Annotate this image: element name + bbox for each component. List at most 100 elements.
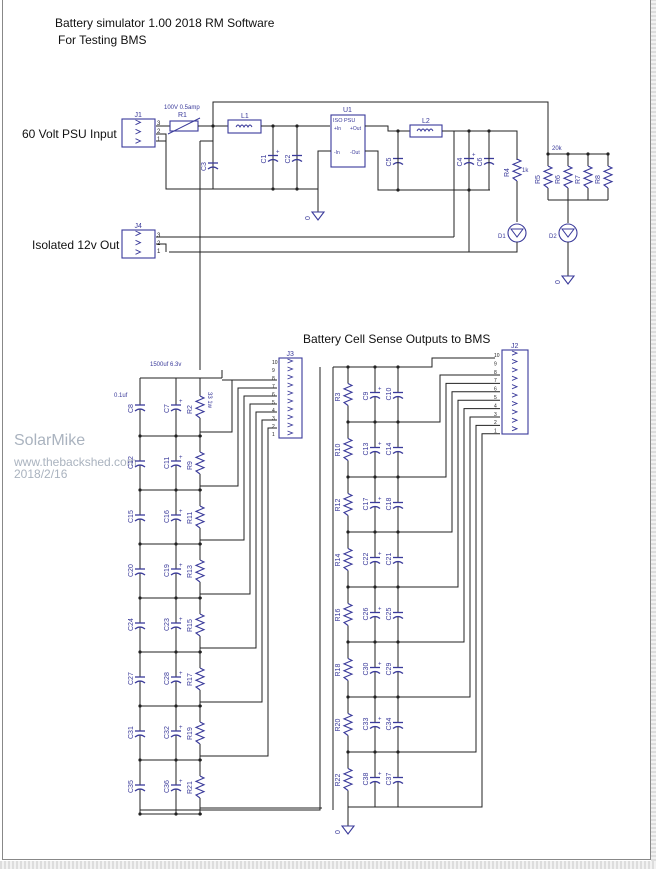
thermistor-r1-slash (167, 117, 201, 135)
wire (398, 408, 500, 643)
connector-j2-pin-contact (511, 409, 519, 415)
wire (398, 424, 500, 753)
left-res-r9 (194, 451, 206, 475)
resistor-r5-label: R5 (535, 175, 542, 184)
junction-dot (174, 812, 178, 816)
right-res-r12-label: R12 (335, 499, 342, 512)
j2-pin-number: 2 (494, 420, 497, 426)
right-cap-c22-polarity: + (378, 552, 382, 558)
left-cap-c32-label: C32 (164, 726, 171, 739)
wire (156, 133, 318, 190)
left-cap-c15-plate (134, 518, 146, 522)
left-res-r15 (194, 613, 206, 637)
resistor-r4-label: R4 (504, 168, 511, 177)
connector-j1-pin-contact (135, 128, 142, 135)
junction-dot (566, 152, 570, 156)
j3-pin-number: 3 (272, 416, 275, 422)
j3-pin-number: 4 (272, 408, 275, 414)
inductor-l1-coil (235, 124, 253, 129)
junction-dot (346, 585, 350, 589)
left-cap-c16-polarity: + (179, 509, 183, 515)
wire (169, 242, 518, 253)
capacitor-c1-label: C1 (261, 154, 268, 163)
junction-dot (586, 152, 590, 156)
connector-j3-pin-contact (287, 406, 294, 412)
inductor-l2 (409, 124, 443, 138)
j2-pin-number: 3 (494, 412, 497, 418)
right-cap-c10-label: C10 (386, 388, 393, 401)
j2-pin-number: 5 (494, 395, 497, 401)
inductor-l2-coil (416, 128, 434, 133)
capacitor-c4-polarity: + (472, 153, 476, 159)
connector-j2-pin-contact (511, 400, 519, 407)
connector-j2-pin-contact (511, 350, 519, 356)
connector-j2-pin-contact (511, 426, 519, 432)
vertical-scrollbar[interactable] (651, 0, 656, 869)
left-cap-c24-plate (134, 626, 146, 630)
junction-dot (346, 420, 350, 424)
right-res-r18-label: R18 (335, 664, 342, 677)
right-res-r20-label: R20 (335, 719, 342, 732)
connector-j3-pin-contact (287, 366, 294, 372)
right-cap-c25-label: C25 (386, 608, 393, 621)
left-cap-c11-plate (170, 464, 182, 468)
l1-label: L1 (241, 113, 249, 120)
junction-dot (606, 152, 610, 156)
ground-label: 0 (335, 830, 342, 834)
right-cap-c29-label: C29 (386, 663, 393, 676)
left-cap-c12-plate (134, 464, 146, 468)
connector-j3-pin-contact (287, 430, 294, 436)
right-cap-c22-plate (369, 560, 381, 565)
left-cap-c8-plate (134, 408, 146, 412)
r4-value: 1k (522, 168, 529, 174)
capacitor-c3-label: C3 (201, 162, 208, 171)
right-cap-c37-label: C37 (386, 773, 393, 786)
connector-j1-pin-contact (135, 138, 142, 144)
horizontal-scrollbar[interactable] (0, 861, 656, 869)
u1-pin-out-neg: -Out (350, 150, 360, 156)
junction-dot (487, 129, 491, 133)
capacitor-c5-label: C5 (386, 157, 393, 166)
capacitor-c6-label: C6 (477, 157, 484, 166)
resistor-r6 (562, 165, 574, 189)
left-cap-c12-label: C12 (128, 456, 135, 469)
junction-dot (373, 365, 377, 369)
j3-pin-number: 2 (272, 424, 275, 430)
left-res-r17 (194, 667, 206, 691)
right-cap-c14-plate (392, 450, 404, 455)
connector-j4-label: J4 (135, 223, 143, 230)
connector-j4-pin-contact (135, 239, 142, 246)
left-res-r2 (194, 395, 206, 419)
led-d1 (507, 223, 527, 243)
right-res-r12 (342, 493, 354, 516)
j3-pin-number: 7 (272, 384, 275, 390)
left-res-r9-label: R9 (187, 461, 194, 470)
u1-pin-in-neg: -In (334, 150, 340, 156)
right-cap-c10-plate (392, 395, 404, 400)
j2-pin-number: 4 (494, 403, 497, 409)
ground-label: 0 (305, 216, 312, 220)
connector-j2-label: J2 (511, 343, 519, 350)
junction-dot (373, 420, 377, 424)
right-res-r16 (342, 603, 354, 626)
junction-dot (346, 695, 350, 699)
right-cap-c13-plate (369, 450, 381, 455)
right-cap-c9-polarity: + (378, 387, 382, 393)
junction-dot (373, 695, 377, 699)
capacitor-c4-label: C4 (457, 157, 464, 166)
right-cap-c13-label: C13 (363, 443, 370, 456)
ground-icon (310, 211, 326, 221)
junction-dot (295, 187, 299, 191)
led-d2-triangle (561, 228, 575, 238)
connector-j2-pin-contact (511, 417, 519, 423)
right-res-r22-label: R22 (335, 774, 342, 787)
connector-j3-label: J3 (287, 351, 295, 358)
r2-value: 33 1w (206, 392, 212, 409)
j3-pin-number: 9 (272, 368, 275, 374)
left-cap-c15-label: C15 (128, 510, 135, 523)
resistor-r7 (582, 165, 594, 189)
junction-dot (271, 124, 275, 128)
j2-pin-number: 6 (494, 387, 497, 393)
